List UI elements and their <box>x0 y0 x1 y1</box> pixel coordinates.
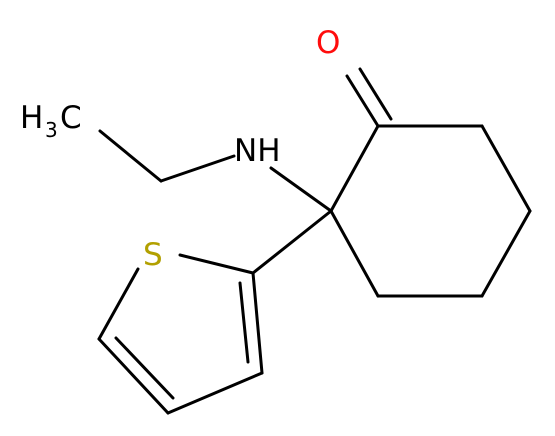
sulfur-label: S <box>143 237 163 273</box>
methyl-label-subscript: 3 <box>45 118 58 142</box>
bond-thio-c3-c2 <box>251 271 264 375</box>
methyl-label-c: C <box>60 100 82 136</box>
bond-c1-thiophene <box>251 209 333 275</box>
bond-c1-n <box>269 166 333 213</box>
bond-thio-s-c5 <box>97 267 140 341</box>
bond-c3-c4 <box>480 124 532 213</box>
carbonyl-bond-inner <box>358 67 393 121</box>
bond-thio-c5-c4-inner <box>114 336 175 400</box>
oxygen-label: O <box>316 25 340 61</box>
nitrogen-label: NH <box>234 133 281 169</box>
bond-thio-c3-c2-inner <box>238 281 250 364</box>
methyl-label-h: H <box>20 100 43 136</box>
bond-c6-c1 <box>329 209 380 298</box>
bond-thio-c5-c4 <box>97 337 170 415</box>
bond-ch2-ch3 <box>98 129 163 183</box>
bond-n-ch2 <box>159 154 236 183</box>
carbonyl-bond-outer <box>345 74 380 128</box>
bond-thio-c2-s <box>178 253 255 275</box>
bond-thio-c4-c3 <box>166 371 264 415</box>
bond-c1-c2 <box>329 124 380 213</box>
bond-c4-c5 <box>480 209 532 298</box>
